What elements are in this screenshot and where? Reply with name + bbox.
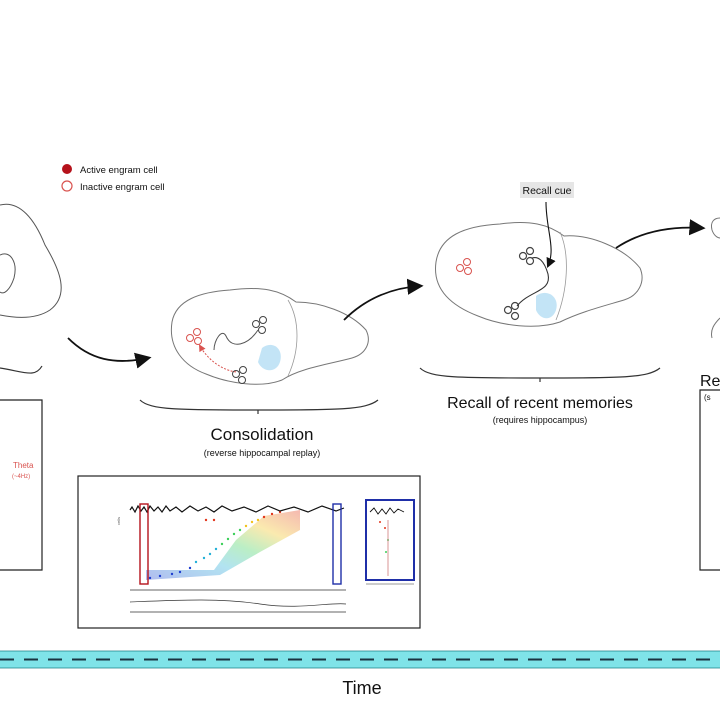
right-partial-title: Re	[700, 373, 720, 390]
replay-path	[213, 329, 259, 351]
left-partial-brain	[0, 203, 62, 318]
active-cell-legend-icon	[62, 164, 72, 174]
cortex-engram-cluster	[186, 328, 202, 345]
hippocampus	[258, 344, 281, 371]
consolidation-panel: cells	[77, 475, 421, 629]
hippocampal-engram-cluster-bottom	[503, 301, 520, 321]
right-partial-subtitle: (s	[704, 393, 711, 402]
brain-outline	[170, 288, 369, 385]
recall-cue-box	[520, 182, 574, 198]
legend-active-label: Active engram cell	[80, 165, 158, 176]
arrow-consolidation-to-recall	[343, 278, 424, 321]
zoom-inset	[365, 499, 415, 585]
hippocampus	[536, 292, 557, 319]
right-partial-brain	[711, 217, 720, 339]
brain-outline	[435, 222, 643, 327]
time-bar	[0, 650, 720, 669]
consolidation-bracket	[139, 399, 379, 411]
legend-inactive-label: Inactive engram cell	[80, 182, 164, 193]
right-partial-panel	[699, 389, 720, 571]
cortex-engram-cluster	[456, 258, 472, 275]
inactive-cell-legend-icon	[61, 180, 73, 192]
consolidation-brain	[170, 288, 369, 385]
recall-pathway	[516, 256, 549, 307]
hippocampal-engram-cluster-top	[252, 316, 267, 334]
arrow-recall-to-next	[615, 219, 706, 249]
replay-raster	[129, 503, 347, 613]
hippocampal-engram-cluster-top	[518, 246, 535, 266]
svg-text:cells: cells	[116, 517, 121, 525]
left-partial-panel: Theta (~4Hz)	[0, 399, 43, 571]
replay-arrow-red	[199, 344, 237, 373]
left-bracket	[0, 365, 43, 374]
recall-cue-label: Recall cue	[522, 185, 571, 197]
recall-subtitle: (requires hippocampus)	[493, 415, 588, 425]
hippocampal-engram-cluster-bottom	[232, 366, 247, 384]
recall-brain	[435, 201, 643, 327]
cue-arrow	[545, 201, 556, 269]
theta-label: Theta	[13, 461, 34, 470]
consolidation-subtitle: (reverse hippocampal replay)	[204, 448, 321, 458]
theta-sublabel: (~4Hz)	[12, 474, 30, 480]
recall-title: Recall of recent memories	[447, 395, 633, 412]
recall-bracket	[419, 367, 661, 379]
consolidation-title: Consolidation	[210, 425, 313, 444]
time-axis-label: Time	[342, 678, 381, 698]
legend: Active engram cell Inactive engram cell	[61, 164, 164, 193]
arrow-left-to-consolidation	[67, 337, 152, 369]
